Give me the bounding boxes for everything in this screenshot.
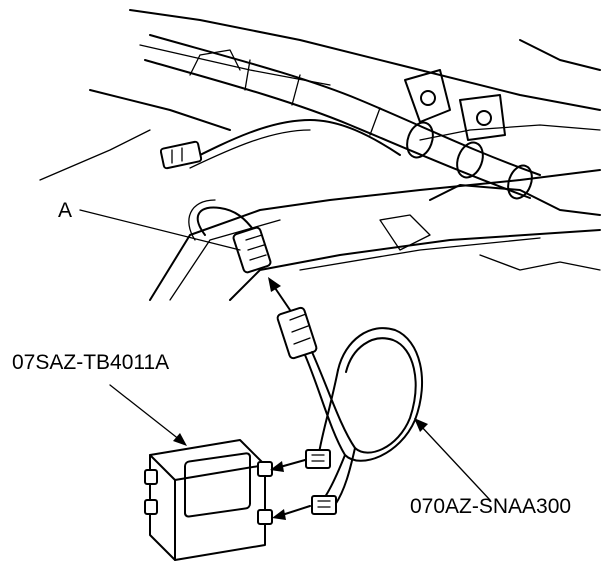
leader-harness xyxy=(419,424,491,501)
callout-part-a: A xyxy=(58,199,73,222)
leader-a xyxy=(79,209,241,251)
connection-arrow-a xyxy=(268,277,291,311)
plug-arrows xyxy=(270,459,311,520)
leader-box xyxy=(109,384,181,441)
vehicle-frame xyxy=(39,9,601,301)
callout-harness-part-number: 070AZ-SNAA300 xyxy=(410,495,572,518)
main-harness-tube xyxy=(144,34,541,200)
connector-a xyxy=(188,199,272,274)
leader-box-arrowhead xyxy=(173,433,187,446)
test-harness xyxy=(276,306,423,515)
callout-box-part-number: 07SAZ-TB4011A xyxy=(12,351,170,374)
leader-harness-arrowhead xyxy=(414,418,428,432)
test-box xyxy=(144,439,273,561)
branch-harness xyxy=(159,119,401,170)
